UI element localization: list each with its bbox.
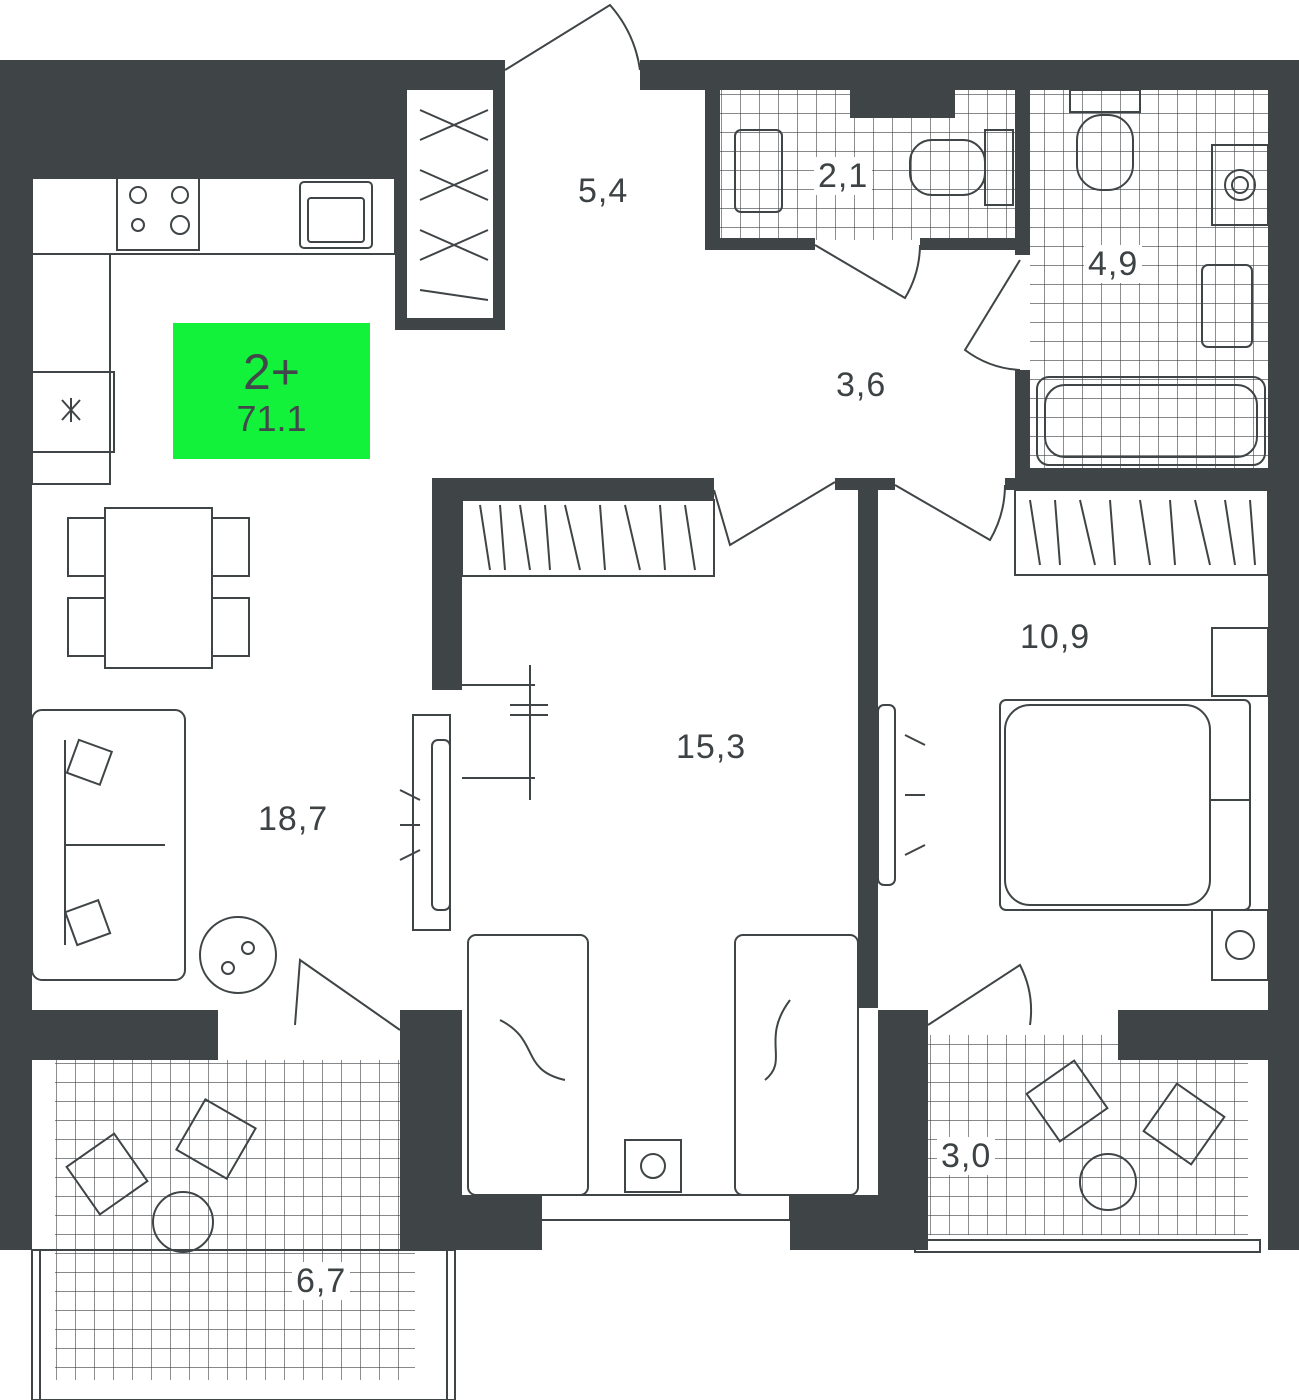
balcony-right-tiles — [928, 1035, 1248, 1235]
balcony-right-door — [927, 963, 1033, 1026]
bathroom-tiles — [1030, 90, 1268, 470]
total-area: 71.1 — [236, 398, 307, 439]
double-bed — [999, 699, 1251, 911]
kitchen-counter — [31, 177, 396, 255]
balcony-left-door — [294, 958, 401, 1031]
sink-bath — [1201, 264, 1253, 348]
apartment-badge: 2+ 71.1 — [173, 323, 370, 459]
fridge-icon — [31, 371, 115, 453]
tv-unit-bedroom — [877, 704, 896, 886]
room-label-balcony-right: 3,0 — [937, 1137, 996, 1175]
toilet-bath — [1069, 89, 1141, 113]
coffee-table — [199, 916, 277, 994]
balcony-chair — [1025, 1059, 1109, 1143]
closet-kids — [461, 499, 715, 577]
bedroom-door — [894, 484, 1006, 542]
stove-icon — [116, 177, 200, 251]
room-label-bedroom-kids: 15,3 — [676, 728, 747, 766]
sink-wc — [734, 129, 783, 213]
dining-table — [104, 507, 213, 669]
room-label-bedroom: 10,9 — [1020, 618, 1091, 656]
room-label-kitchen-living: 18,7 — [258, 800, 329, 838]
room-label-wc: 2,1 — [814, 157, 873, 195]
entrance-door — [504, 3, 641, 71]
bed-kids-left — [467, 934, 589, 1196]
balcony-chair — [175, 1098, 257, 1180]
sink-icon — [299, 181, 373, 249]
room-label-bathroom: 4,9 — [1084, 245, 1143, 283]
balcony-chair — [65, 1132, 149, 1216]
balcony-table — [152, 1191, 214, 1253]
kids-door — [713, 481, 836, 547]
bathtub — [1036, 376, 1266, 466]
bed-kids-right — [734, 934, 859, 1196]
sofa — [31, 709, 186, 981]
room-label-corridor: 3,6 — [836, 366, 887, 404]
room-label-hall: 5,4 — [578, 172, 629, 210]
bath-door — [963, 259, 1021, 371]
washer — [1211, 144, 1269, 226]
walls — [0, 60, 1299, 1250]
closet-hall — [419, 109, 489, 301]
wc-door — [814, 244, 921, 300]
balcony-chair — [1142, 1082, 1226, 1166]
room-label-balcony-left: 6,7 — [292, 1262, 351, 1300]
balcony-table — [1079, 1153, 1137, 1211]
room-count: 2+ — [242, 344, 300, 400]
balcony-left-tiles — [55, 1060, 415, 1380]
closet-bedroom — [1014, 489, 1269, 576]
